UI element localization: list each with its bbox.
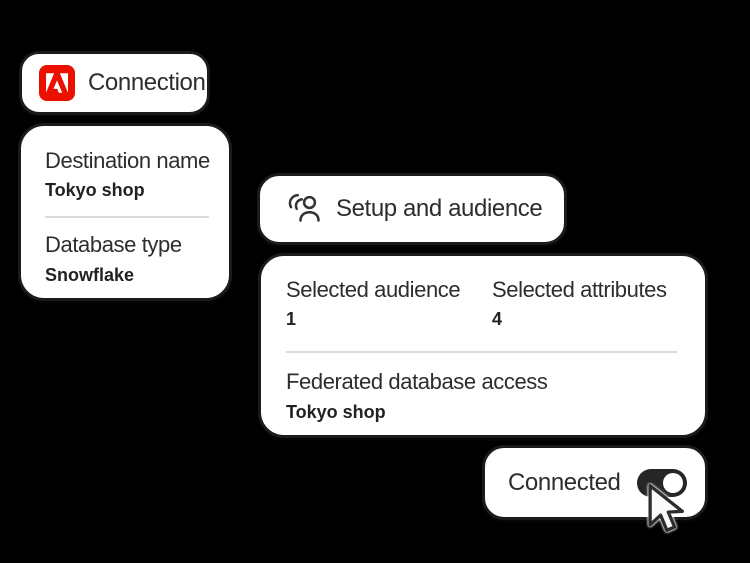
selected-attributes-stat: Selected attributes 4 <box>492 277 680 330</box>
connected-card: Connected <box>482 445 708 520</box>
toggle-knob <box>663 472 683 493</box>
divider <box>286 351 677 354</box>
connected-label: Connected <box>508 468 621 496</box>
selected-attributes-value: 4 <box>492 309 503 330</box>
setup-and-audience-card: Setup and audience <box>257 173 567 245</box>
database-type-field: Database type Snowflake <box>45 232 211 285</box>
database-type-label: Database type <box>45 232 182 258</box>
stats-row: Selected audience 1 Selected attributes … <box>286 277 680 330</box>
connected-toggle[interactable] <box>637 468 687 497</box>
connection-label: Connection <box>88 69 206 96</box>
setup-and-audience-label: Setup and audience <box>336 195 543 222</box>
destination-name-field: Destination name Tokyo shop <box>45 148 211 201</box>
audience-icon <box>284 189 324 229</box>
federated-database-access-value: Tokyo shop <box>286 401 386 422</box>
destination-card: Destination name Tokyo shop Database typ… <box>18 123 232 301</box>
divider <box>45 216 209 219</box>
connection-card: Connection <box>19 51 210 115</box>
destination-name-value: Tokyo shop <box>45 180 145 201</box>
selected-audience-stat: Selected audience 1 <box>286 277 492 330</box>
selected-attributes-label: Selected attributes <box>492 277 667 302</box>
selected-audience-label: Selected audience <box>286 277 461 302</box>
selected-audience-value: 1 <box>286 309 297 330</box>
database-type-value: Snowflake <box>45 264 135 285</box>
federated-database-access-field: Federated database access Tokyo shop <box>286 369 680 422</box>
destination-name-label: Destination name <box>45 148 210 173</box>
audience-details-card: Selected audience 1 Selected attributes … <box>258 253 708 438</box>
federated-database-access-label: Federated database access <box>286 369 548 395</box>
adobe-logo-icon <box>39 65 75 101</box>
